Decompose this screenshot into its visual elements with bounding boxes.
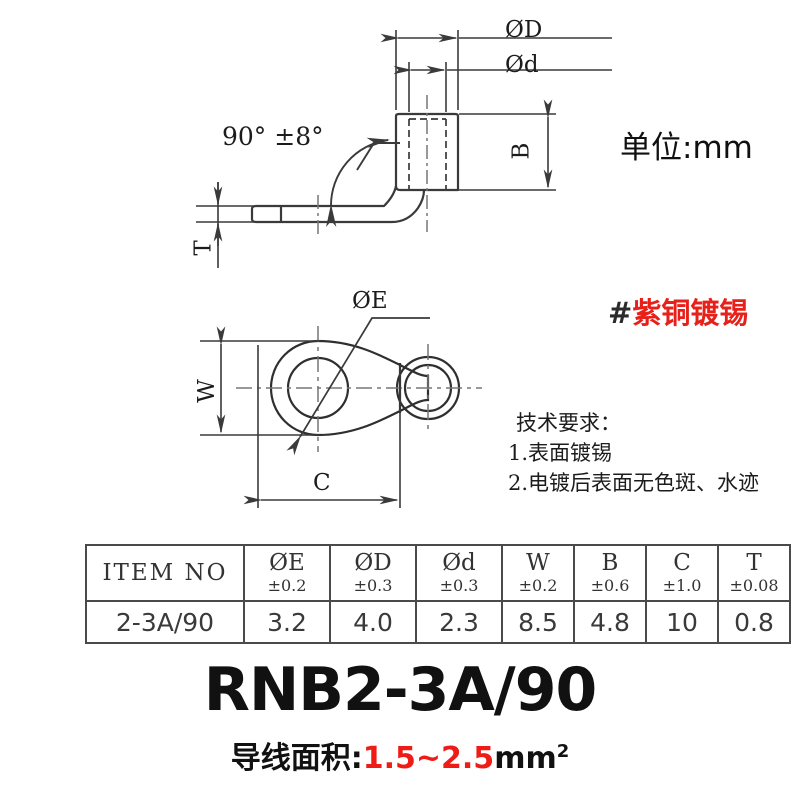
- bend-angle-indicator: [326, 137, 400, 227]
- wire-area-range: 1.5~2.5: [362, 741, 495, 776]
- header-tolerance: ±1.0: [662, 576, 702, 595]
- header-cell-T: T ±0.08: [717, 544, 791, 602]
- plan-centerlines: [236, 326, 482, 452]
- cell-D: 4.0: [329, 600, 417, 644]
- dimension-C: [243, 345, 401, 508]
- label-phi-D: ØD: [505, 17, 543, 43]
- unit-label: 单位:mm: [620, 130, 753, 166]
- material-hash: #: [608, 296, 633, 330]
- wire-area-unit-exponent: 2: [556, 741, 570, 762]
- dimension-W: [200, 326, 320, 436]
- dimension-T: [196, 182, 256, 268]
- cell-d: 2.3: [415, 600, 503, 644]
- cell-E: 3.2: [243, 600, 331, 644]
- table-row: 2-3A/90 3.2 4.0 2.3 8.5 4.8 10 0.8: [85, 600, 791, 644]
- leader-phi-E: [286, 317, 430, 456]
- label-T: T: [190, 240, 217, 256]
- wire-area-label: 导线面积:: [230, 741, 363, 776]
- header-cell-C: C ±1.0: [645, 544, 719, 602]
- header-cell-W: W ±0.2: [501, 544, 575, 602]
- header-tolerance: ±0.2: [267, 576, 307, 595]
- page-title: RNB2-3A/90: [203, 655, 597, 725]
- header-symbol: C: [673, 550, 691, 576]
- material-label: #紫铜镀锡: [608, 290, 748, 332]
- header-symbol: Ød: [442, 550, 476, 576]
- material-name: 紫铜镀锡: [632, 296, 749, 330]
- header-tolerance: ±0.2: [518, 576, 558, 595]
- table-header-row: ITEM NO ØE ±0.2 ØD ±0.3 Ød ±0.3 W ±0.2: [85, 544, 791, 602]
- label-phi-E: ØE: [352, 288, 388, 314]
- header-tolerance: ±0.08: [729, 576, 779, 595]
- header-symbol: ØE: [269, 550, 305, 576]
- dimension-phi-d: [393, 62, 612, 112]
- technical-requirements: 技术要求： 1.表面镀锡 2.电镀后表面无色斑、水迹: [508, 408, 759, 498]
- cell-W: 8.5: [501, 600, 575, 644]
- header-symbol: T: [746, 550, 762, 576]
- label-phi-d: Ød: [505, 52, 539, 78]
- label-B: B: [508, 142, 535, 160]
- cell-item-no: 2-3A/90: [85, 600, 245, 644]
- label-bend-angle: 90° ±8°: [222, 122, 324, 151]
- header-item-no-text: ITEM NO: [102, 560, 228, 586]
- label-C: C: [313, 470, 331, 496]
- cell-C: 10: [645, 600, 719, 644]
- label-W: W: [193, 379, 220, 403]
- tech-item: 2.电镀后表面无色斑、水迹: [508, 471, 760, 495]
- header-cell-D: ØD ±0.3: [329, 544, 417, 602]
- header-symbol: W: [526, 550, 550, 576]
- header-cell-item-no: ITEM NO: [85, 544, 245, 602]
- header-cell-E: ØE ±0.2: [243, 544, 331, 602]
- barrel-bore-hidden-lines: [408, 118, 447, 190]
- header-symbol: ØD: [354, 550, 392, 576]
- header-cell-B: B ±0.6: [573, 544, 647, 602]
- header-tolerance: ±0.6: [590, 576, 630, 595]
- cell-B: 4.8: [573, 600, 647, 644]
- tech-heading: 技术要求：: [516, 411, 621, 435]
- wire-area-spec: 导线面积:1.5~2.5mm2: [0, 733, 800, 777]
- centerlines: [317, 95, 428, 238]
- wire-area-unit: mm: [494, 741, 557, 776]
- dimension-B: [459, 99, 556, 191]
- cell-T: 0.8: [717, 600, 791, 644]
- header-symbol: B: [601, 550, 619, 576]
- spec-table: ITEM NO ØE ±0.2 ØD ±0.3 Ød ±0.3 W ±0.2: [85, 544, 791, 644]
- header-tolerance: ±0.3: [439, 576, 479, 595]
- tech-item: 1.表面镀锡: [508, 441, 613, 465]
- header-tolerance: ±0.3: [353, 576, 393, 595]
- header-cell-d: Ød ±0.3: [415, 544, 503, 602]
